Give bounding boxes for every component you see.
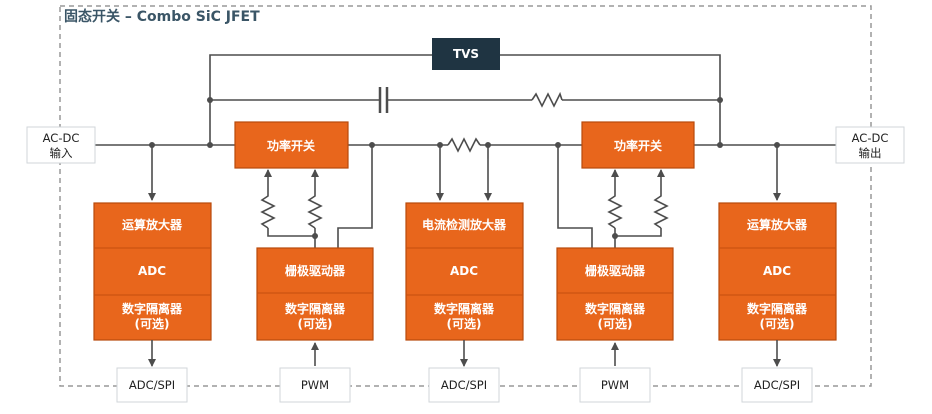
gate-driver-right-label: 栅极驱动器 <box>585 263 646 278</box>
junction-dot <box>717 142 723 148</box>
ac-dc-output-box <box>835 126 905 164</box>
gate-driver-left-isolator: 数字隔离器 <box>285 301 346 316</box>
junction-dot <box>207 142 213 148</box>
right-isolator-label: 数字隔离器 <box>747 301 808 316</box>
gate-driver-left <box>256 247 374 341</box>
power-switch-left <box>234 121 349 169</box>
ac-dc-input-line2: 输入 <box>50 146 73 160</box>
right-adc-label: ADC <box>763 264 791 278</box>
center-isolator-label: 数字隔离器 <box>434 301 495 316</box>
right-signal-chain <box>718 202 837 341</box>
left-isolator-label: 数字隔离器 <box>122 301 183 316</box>
tvs-wire <box>209 54 721 145</box>
ac-dc-input-box <box>26 126 96 164</box>
io-label-adc-spi-3: ADC/SPI <box>754 378 800 392</box>
io-label-pwm-2: PWM <box>601 378 629 392</box>
left-opamp-label: 运算放大器 <box>122 217 183 232</box>
io-box-pwm-1 <box>279 367 351 403</box>
ac-dc-output-line1: AC-DC <box>852 131 889 145</box>
ac-dc-output-line2: 输出 <box>859 146 882 160</box>
gate-combine-left <box>267 228 316 248</box>
gate-resistor-left-a <box>260 188 276 229</box>
center-isolator-optional: (可选) <box>447 316 482 331</box>
tvs-block <box>432 38 500 70</box>
diagram-title: 固态开关 – Combo SiC JFET <box>64 8 260 25</box>
io-label-pwm-1: PWM <box>301 378 329 392</box>
current-sense-label: 电流检测放大器 <box>422 217 507 232</box>
gate-resistor-left-b <box>307 188 323 229</box>
source-feedback-left <box>337 145 373 248</box>
io-box-pwm-2 <box>579 367 651 403</box>
io-label-adc-spi-1: ADC/SPI <box>129 378 175 392</box>
gate-driver-right <box>556 247 674 341</box>
left-isolator-optional: (可选) <box>135 316 170 331</box>
center-signal-chain <box>405 202 524 341</box>
ac-dc-input-line1: AC-DC <box>43 131 80 145</box>
io-box-adc-spi-1 <box>116 367 188 403</box>
junction-dot <box>312 233 318 239</box>
gate-driver-left-optional: (可选) <box>298 316 333 331</box>
source-feedback-right <box>557 145 593 248</box>
io-label-adc-spi-2: ADC/SPI <box>441 378 487 392</box>
snubber-resistor <box>531 91 563 108</box>
left-adc-label: ADC <box>138 264 166 278</box>
power-switch-left-label: 功率开关 <box>267 138 315 153</box>
shunt-resistor <box>447 137 481 153</box>
gate-resistor-right-a <box>607 188 623 229</box>
junction-dot <box>612 233 618 239</box>
io-box-adc-spi-2 <box>428 367 500 403</box>
right-opamp-label: 运算放大器 <box>747 217 808 232</box>
gate-combine-right <box>614 228 662 248</box>
gate-resistor-right-b <box>653 188 669 229</box>
gate-driver-left-label: 栅极驱动器 <box>285 263 346 278</box>
right-isolator-optional: (可选) <box>760 316 795 331</box>
left-signal-chain <box>93 202 212 341</box>
junction-dot <box>717 97 723 103</box>
io-box-adc-spi-3 <box>741 367 813 403</box>
power-switch-right-label: 功率开关 <box>614 138 662 153</box>
tvs-label: TVS <box>453 47 479 61</box>
power-switch-right <box>581 121 695 169</box>
junction-dot <box>207 97 213 103</box>
gate-driver-right-optional: (可选) <box>598 316 633 331</box>
center-adc-label: ADC <box>450 264 478 278</box>
gate-driver-right-isolator: 数字隔离器 <box>585 301 646 316</box>
